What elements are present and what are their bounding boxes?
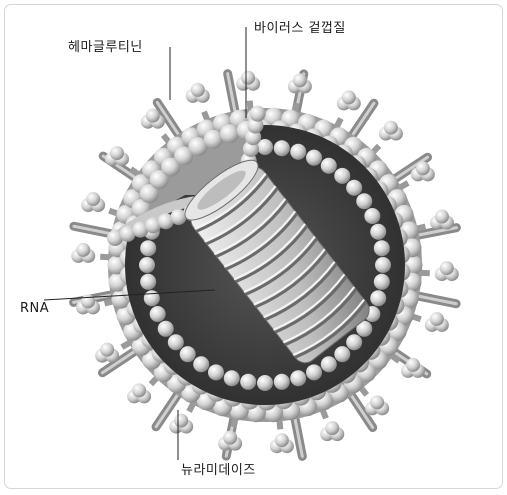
- inner-sphere: [346, 180, 362, 196]
- envelope-sphere: [220, 124, 239, 143]
- hemagglutinin-label: 헤마글루티닌: [68, 36, 143, 55]
- inner-sphere: [364, 208, 380, 224]
- inner-sphere: [274, 374, 290, 390]
- inner-sphere: [224, 370, 240, 386]
- inner-sphere: [374, 240, 390, 256]
- inner-sphere: [140, 274, 156, 290]
- inner-sphere: [306, 364, 322, 380]
- inner-sphere: [356, 193, 372, 209]
- inner-sphere: [321, 356, 337, 372]
- inner-sphere: [274, 140, 290, 156]
- inner-sphere: [240, 374, 256, 390]
- neuraminidase-label: 뉴라미데이즈: [181, 459, 256, 478]
- inner-sphere: [290, 370, 306, 386]
- inner-sphere: [290, 144, 306, 160]
- inner-sphere: [139, 257, 155, 273]
- inner-sphere: [168, 334, 184, 350]
- hemagglutinin-spike: [186, 83, 210, 126]
- envelope-sphere: [204, 130, 223, 149]
- inner-sphere: [150, 306, 166, 322]
- inner-sphere: [370, 290, 386, 306]
- inner-sphere: [158, 321, 174, 337]
- inner-sphere: [193, 356, 209, 372]
- inner-sphere: [140, 240, 156, 256]
- inner-sphere: [180, 346, 196, 362]
- inner-sphere: [208, 364, 224, 380]
- inner-sphere: [375, 257, 391, 273]
- inner-sphere: [370, 224, 386, 240]
- edge-sphere: [250, 106, 266, 122]
- inner-sphere: [306, 150, 322, 166]
- inner-sphere: [334, 346, 350, 362]
- inner-sphere: [374, 274, 390, 290]
- inner-sphere: [334, 168, 350, 184]
- inner-sphere: [144, 290, 160, 306]
- inner-sphere: [321, 158, 337, 174]
- rna-label: RNA: [20, 301, 49, 316]
- viral-envelope-label: 바이러스 겉껍질: [254, 17, 346, 36]
- inner-sphere: [346, 334, 362, 350]
- inner-sphere: [257, 375, 273, 391]
- hemagglutinin-spike: [369, 121, 403, 157]
